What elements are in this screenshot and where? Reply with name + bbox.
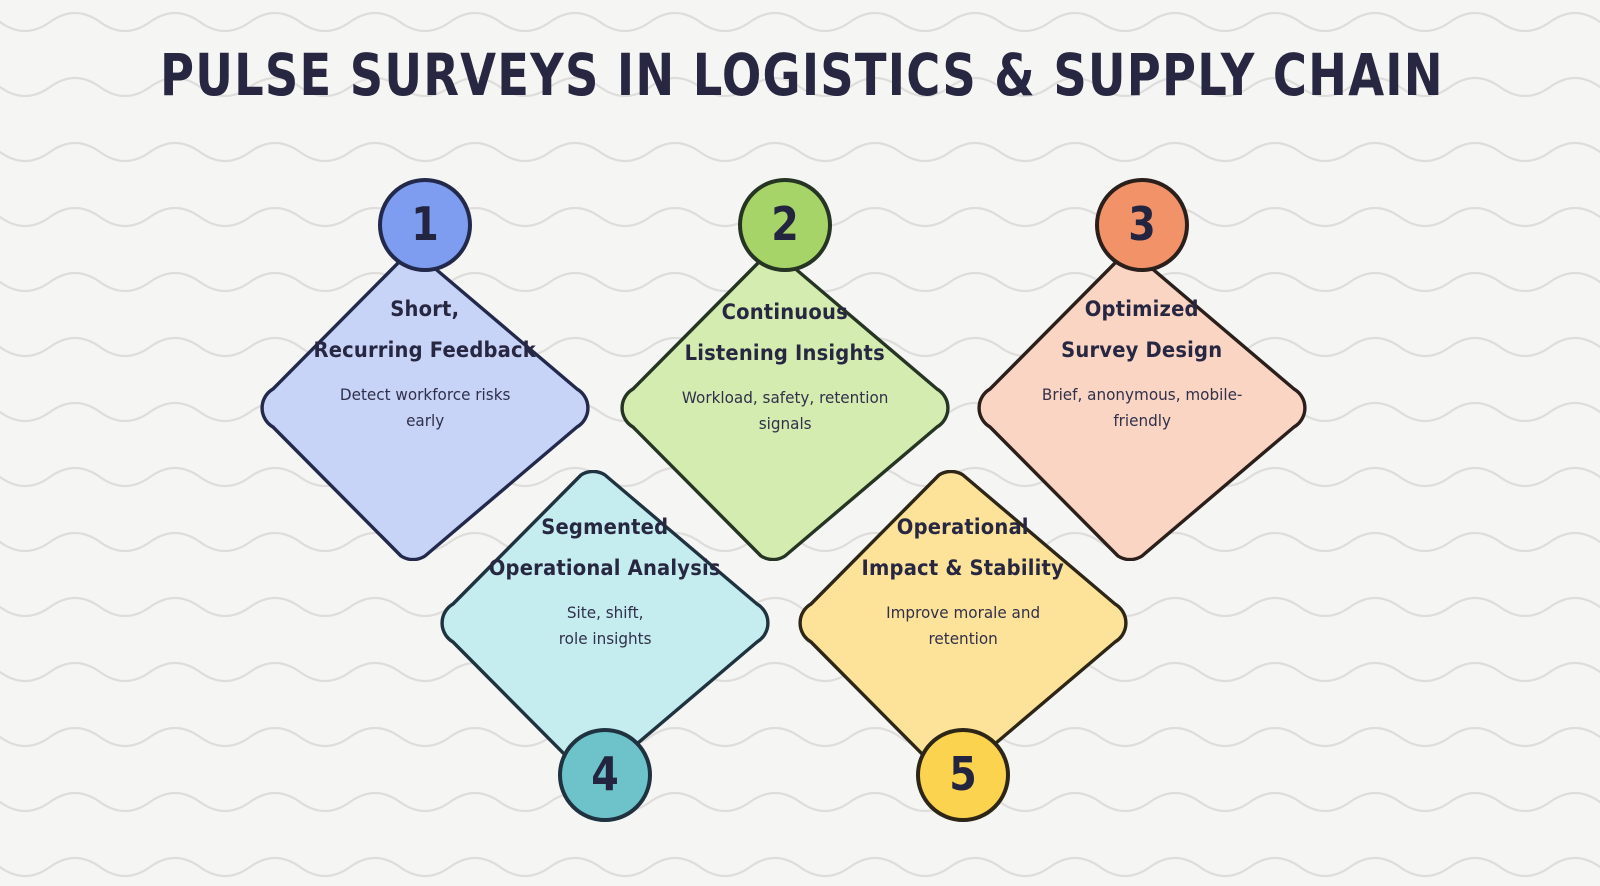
step-number-3: 3 <box>1128 197 1156 251</box>
step-number-2: 2 <box>771 197 799 251</box>
step-number-badge-4[interactable]: 4 <box>558 728 652 822</box>
step-number-5: 5 <box>949 747 977 801</box>
step-number-badge-5[interactable]: 5 <box>916 728 1010 822</box>
step-number-badge-3[interactable]: 3 <box>1095 178 1189 272</box>
step-number-4: 4 <box>591 747 619 801</box>
page-title: PULSE SURVEYS IN LOGISTICS & SUPPLY CHAI… <box>160 41 1444 109</box>
step-number-badge-2[interactable]: 2 <box>738 178 832 272</box>
step-number-1: 1 <box>411 197 439 251</box>
step-number-badge-1[interactable]: 1 <box>378 178 472 272</box>
